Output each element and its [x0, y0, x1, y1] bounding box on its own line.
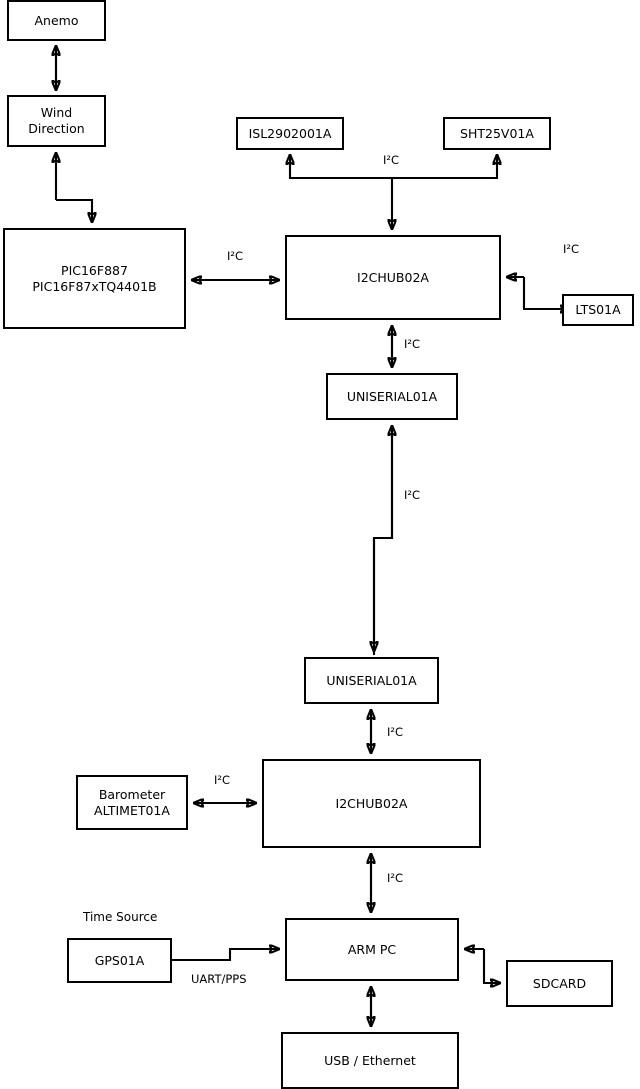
wire-gps-armpc [172, 949, 279, 962]
node-uniserial01a-upper[interactable]: UNISERIAL01A [326, 373, 458, 420]
node-i2chub02a-bottom[interactable]: I2CHUB02A [262, 759, 481, 848]
wire-uniserial-link-up [372, 426, 392, 655]
node-sdcard[interactable]: SDCARD [506, 960, 613, 1007]
edge-label-hub-uniserial1: I²C [404, 337, 421, 351]
edge-label-gps-armpc: UART/PPS [191, 972, 247, 986]
edge-label-uniserial2-hub: I²C [387, 725, 404, 739]
wire-pic-wind-elbow [56, 198, 92, 222]
edge-label-sensor-bus: I²C [383, 153, 400, 167]
node-usb-ethernet[interactable]: USB / Ethernet [281, 1032, 459, 1089]
node-gps01a[interactable]: GPS01A [67, 938, 172, 983]
node-pic-microcontroller[interactable]: PIC16F887 PIC16F87xTQ4401B [3, 228, 186, 329]
wire-bus-sht [392, 155, 497, 180]
wire-bus-isl [290, 155, 392, 180]
edge-label-barometer-hub: I²C [214, 773, 231, 787]
edge-label-uniserial-link: I²C [404, 488, 421, 502]
node-barometer-altimet01a[interactable]: Barometer ALTIMET01A [76, 775, 188, 830]
node-arm-pc[interactable]: ARM PC [285, 918, 459, 981]
node-uniserial01a-lower[interactable]: UNISERIAL01A [304, 657, 439, 704]
node-wind-direction[interactable]: Wind Direction [7, 95, 106, 147]
wire-armpc-sdcard-out [482, 949, 500, 983]
node-anemo[interactable]: Anemo [7, 0, 106, 41]
node-isl2902001a[interactable]: ISL2902001A [236, 117, 344, 150]
node-i2chub02a-top[interactable]: I2CHUB02A [285, 235, 501, 320]
edge-label-hub-lts: I²C [563, 242, 580, 256]
wire-hub-lts-out [522, 277, 570, 309]
node-lts01a[interactable]: LTS01A [562, 294, 634, 326]
wire-uniserial-link-down [374, 426, 394, 651]
node-sht25v01a[interactable]: SHT25V01A [443, 117, 551, 150]
annotation-time-source: Time Source [83, 910, 158, 924]
edge-label-pic-hub: I²C [227, 249, 244, 263]
edge-label-hub-armpc: I²C [387, 871, 404, 885]
